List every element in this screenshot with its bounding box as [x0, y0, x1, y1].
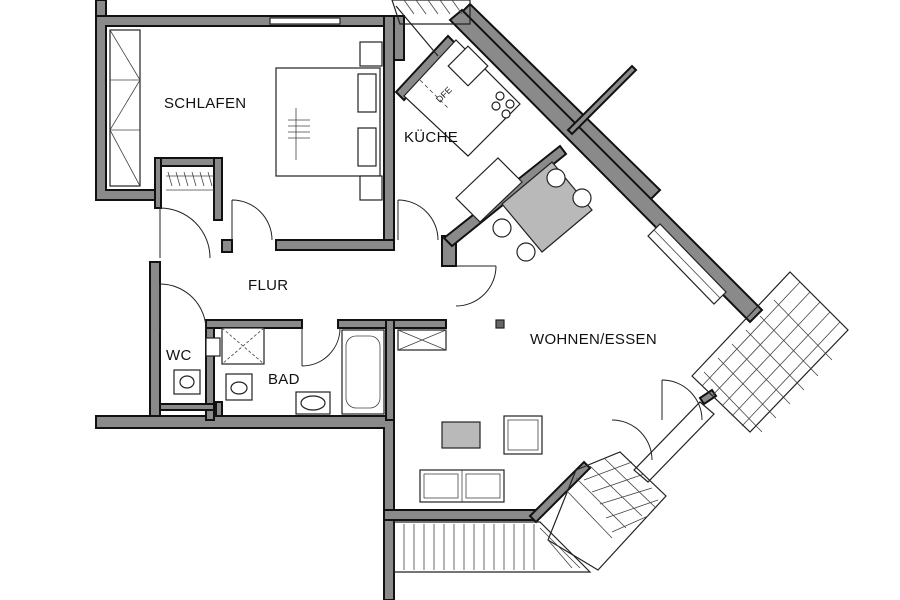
- living-window-right: [647, 223, 727, 305]
- sink-wc: [205, 337, 221, 357]
- kitchen-counter: [403, 39, 521, 157]
- living-window-left: [397, 329, 447, 351]
- dining-table: [501, 161, 593, 253]
- sink-bad: [295, 391, 331, 415]
- doors: [159, 199, 703, 461]
- walls: [95, 0, 764, 600]
- room-label-wc: WC: [166, 347, 192, 364]
- armchair: [503, 415, 543, 455]
- toilet-wc: [173, 369, 201, 395]
- coffee-table: [441, 421, 481, 449]
- stairs-bottom: [393, 521, 592, 573]
- balcony: [691, 271, 849, 433]
- wardrobe-left: [109, 29, 141, 187]
- stove-square: [495, 319, 505, 329]
- sofa: [419, 469, 505, 503]
- bedside-tables: [359, 41, 383, 201]
- bed: [275, 67, 381, 177]
- room-label-wohnen: WOHNEN/ESSEN: [530, 331, 657, 348]
- room-label-kueche: KÜCHE: [404, 128, 458, 146]
- toilet-bad: [225, 373, 253, 401]
- room-label-bad: BAD: [268, 371, 300, 388]
- walkin-closet: [166, 171, 214, 191]
- room-label-flur: FLUR: [248, 277, 288, 294]
- shower: [221, 327, 265, 365]
- bathtub: [341, 329, 385, 415]
- stairs-top: [391, 0, 471, 57]
- room-label-schlafen: SCHLAFEN: [164, 95, 246, 112]
- window-top-bedroom: [269, 17, 341, 25]
- kitchen-island: [455, 157, 523, 223]
- balcony-door-frame: [633, 401, 715, 483]
- balcony-lower: [547, 451, 667, 571]
- dining-chairs: [492, 168, 592, 262]
